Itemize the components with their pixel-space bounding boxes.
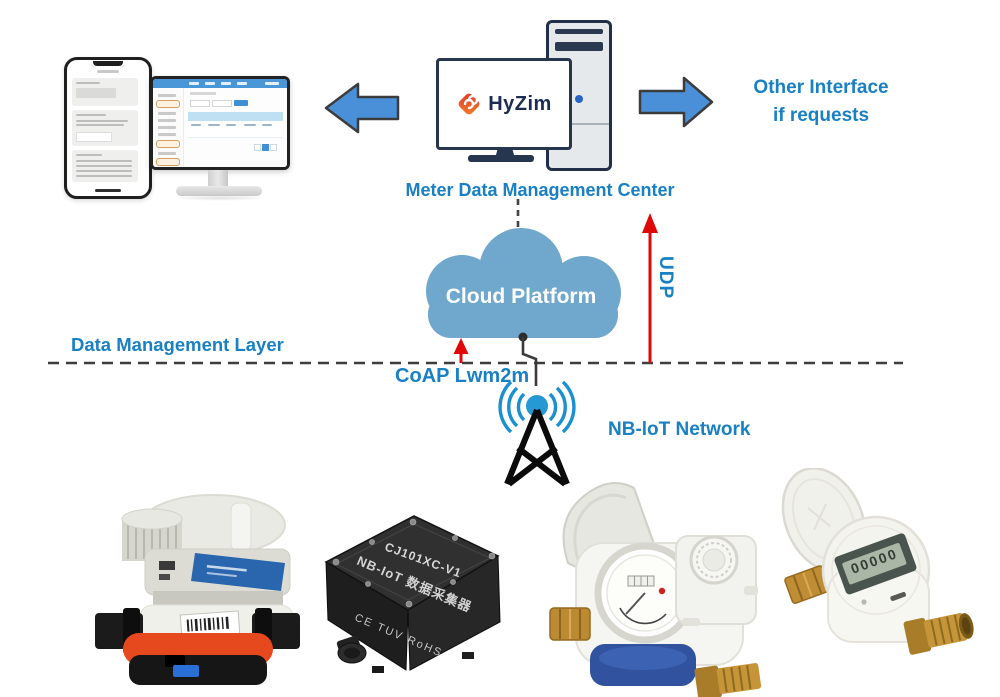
imac-stand-base <box>176 186 262 196</box>
product-nbiot-collector-box: CJ101XC-V1 NB-IoT 数据采集器 CE TUV RoHS <box>324 515 501 673</box>
nbiot-network-label: NB-loT Network <box>608 419 751 440</box>
cloud-antenna-link <box>518 332 538 386</box>
blue-meter-body <box>590 644 696 686</box>
phone-titlebar <box>97 70 119 73</box>
cloud-shape: Cloud Platform <box>426 228 621 338</box>
tower-divider <box>549 123 609 125</box>
phone-card <box>72 150 138 182</box>
brass-fitting-bottom-right <box>903 613 974 655</box>
blue-clip <box>173 665 199 677</box>
hyzim-logo-icon <box>458 93 480 115</box>
udp-arrow <box>642 213 658 363</box>
hyzim-logo: HyZim <box>456 91 552 117</box>
other-interface-label: Other Interface if requests <box>701 74 941 130</box>
cable-gland <box>336 635 367 664</box>
brass-fitting-top-left <box>784 565 831 604</box>
data-management-layer-label: Data Management Layer <box>71 334 284 355</box>
phone-card <box>72 110 138 146</box>
right-arrow-icon <box>638 76 714 128</box>
dashboard-topbar <box>153 79 287 88</box>
dashboard-screen <box>153 79 287 167</box>
coap-arrow <box>453 338 469 363</box>
valve-actuator <box>675 535 758 626</box>
left-arrow-icon <box>324 82 400 134</box>
phone-notch <box>93 61 123 66</box>
hyzim-brand-text: HyZim <box>488 92 552 115</box>
udp-protocol-label: UDP <box>655 256 676 300</box>
cloud-platform-label: Cloud Platform <box>446 285 597 308</box>
dashboard-main <box>184 88 287 167</box>
product-ultrasonic-water-meter: 00000 <box>781 468 974 655</box>
product-motorized-valve-water-meter <box>549 482 762 697</box>
meter-blue-label <box>191 553 285 591</box>
phone-home-indicator <box>95 189 121 192</box>
imac-shadow <box>170 195 270 201</box>
antenna-icon <box>498 380 576 487</box>
tower-drive-slot <box>555 42 603 51</box>
brass-fitting-right <box>694 663 762 697</box>
other-interface-line2: if requests <box>772 105 870 126</box>
tower-drive-slot <box>555 29 603 34</box>
tower-power-led <box>575 95 583 103</box>
mobile-app-phone <box>64 57 152 199</box>
product-smart-valve-water-meter <box>95 494 300 685</box>
coap-protocol-label: CoAP Lwm2m <box>395 365 530 387</box>
meter-dial <box>594 542 696 644</box>
phone-card <box>72 78 138 106</box>
dashboard-sidebar <box>153 88 184 167</box>
monitor-stand-base <box>468 155 534 162</box>
imac-stand-neck <box>208 170 228 187</box>
lcd-display: 00000 <box>834 533 917 595</box>
meter-data-management-center-label: Meter Data Management Center <box>405 180 675 200</box>
desktop-dashboard-monitor <box>150 76 290 170</box>
table-header <box>188 112 283 121</box>
other-interface-line1: Other Interface <box>753 77 889 98</box>
barcode-label <box>179 610 241 639</box>
brass-fitting-left <box>549 607 591 641</box>
monitor-stand-neck <box>496 147 514 155</box>
